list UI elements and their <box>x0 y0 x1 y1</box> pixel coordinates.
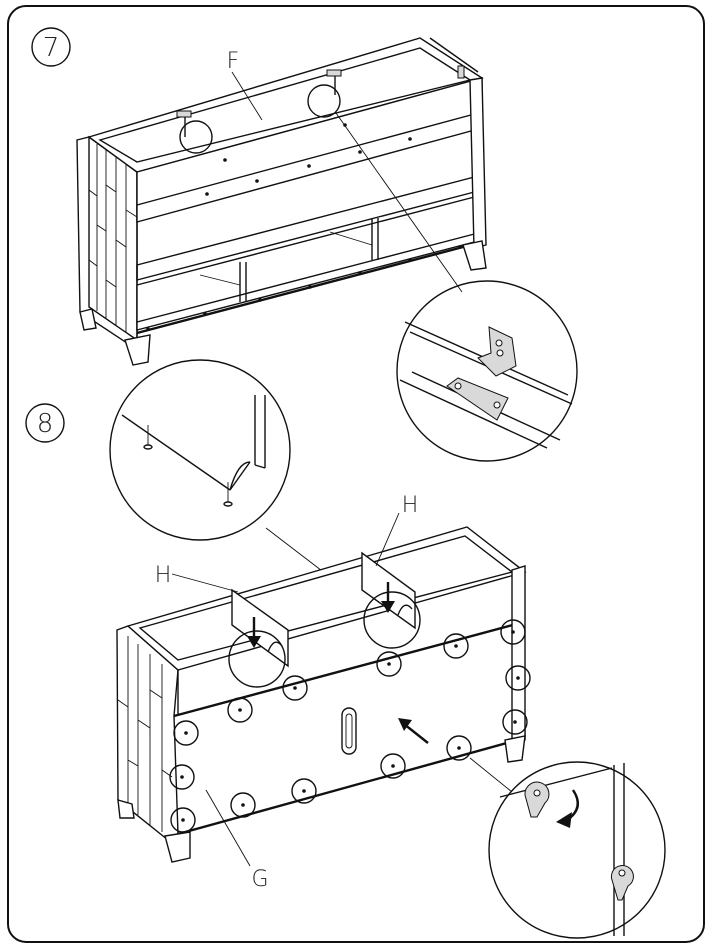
step-7: 7 <box>31 27 578 462</box>
step-7-badge <box>31 27 71 67</box>
step-7-number: 7 <box>43 33 60 63</box>
keyhole-hanger-zoom <box>488 761 666 939</box>
rotate-arrow <box>556 789 579 828</box>
cabinet-back-illustration <box>116 512 531 867</box>
bracket-detail-zoom <box>396 280 578 462</box>
step-8: 8 <box>25 359 666 939</box>
page-frame <box>7 5 705 943</box>
down-arrow <box>247 582 395 648</box>
divider-h-right-label: H <box>402 493 419 518</box>
cabinet-illustration <box>76 37 487 366</box>
panel-f-label: F <box>227 49 240 74</box>
divider-notch-zoom <box>109 359 361 601</box>
step-8-number: 8 <box>37 409 54 439</box>
step-8-badge <box>25 403 65 443</box>
back-panel-g-label: G <box>251 867 268 892</box>
direction-arrow <box>398 718 429 744</box>
divider-h-left-label: H <box>155 563 172 588</box>
